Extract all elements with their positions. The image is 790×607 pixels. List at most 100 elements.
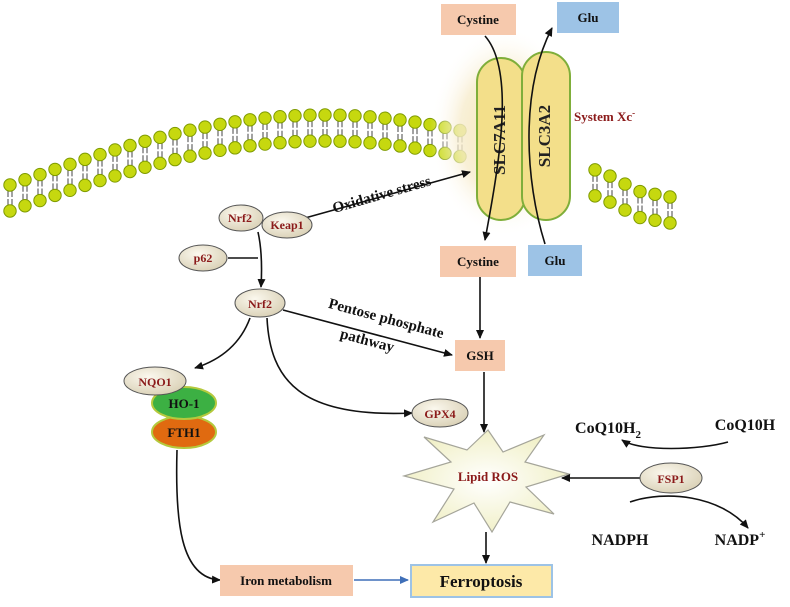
coq10-reduction-arrow: [621, 439, 729, 450]
oxidative-stress-arrow: [304, 170, 471, 219]
lipid-head: [603, 195, 617, 209]
lipid-head: [228, 141, 242, 155]
nrf2-node: [234, 288, 286, 318]
gsh-label: GSH: [466, 348, 493, 363]
fth1-to-iron-arrow: [175, 449, 221, 584]
lipid-head: [603, 169, 617, 183]
lipid-head: [303, 134, 317, 148]
lipid-head: [393, 139, 407, 153]
lipid-head: [63, 183, 77, 198]
nadp-label: NADP+: [715, 529, 766, 549]
lipid-head: [618, 203, 632, 217]
lipid-head: [78, 152, 92, 167]
lipid-ros-label: Lipid ROS: [458, 469, 518, 484]
release-to-nrf2-arrow: [257, 231, 266, 288]
ho1-label: HO-1: [168, 396, 199, 411]
lipid-head: [258, 111, 272, 125]
nqo1-node: [123, 366, 187, 396]
lipid-head: [153, 156, 167, 171]
lipid-head: [213, 143, 227, 157]
lipid-head: [3, 178, 17, 192]
slc3a2-label: SLC3A2: [535, 105, 554, 167]
lipid-head: [123, 164, 137, 179]
system-xc-label: System Xc-: [574, 108, 635, 124]
gpx4-label: GPX4: [424, 407, 455, 421]
nrf2-to-gpx4-arrow: [266, 317, 413, 418]
lipid-head: [378, 111, 392, 125]
nrf2-keap1-complex: Nrf2 Keap1: [218, 204, 313, 239]
lipid-head: [168, 126, 182, 141]
glu-extracellular-box: [557, 2, 619, 33]
iron-metabolism-box: [220, 565, 353, 596]
nrf2-complex-label: Nrf2: [228, 211, 252, 225]
lipid-head: [198, 120, 212, 134]
lipid-head: [288, 109, 302, 123]
nrf2-target-genes: FTH1 HO-1 NQO1: [123, 366, 217, 449]
nadph-oxidation-arrow: [629, 495, 749, 529]
lipid-head: [3, 204, 17, 218]
lipid-head: [588, 163, 602, 177]
lipid-head: [243, 139, 257, 153]
lipid-head: [363, 110, 377, 124]
cell-membrane-bilayer: [3, 108, 677, 230]
fsp1-label: FSP1: [657, 472, 684, 486]
pentose-line2-label: pathway: [338, 326, 396, 356]
glu-intracellular-label: Glu: [545, 253, 566, 268]
lipid-head: [318, 108, 332, 122]
lipid-head: [138, 134, 152, 148]
lipid-head: [108, 169, 122, 183]
keap1-node: [261, 211, 313, 239]
lipid-head: [618, 177, 632, 191]
lipid-head: [18, 199, 32, 213]
slc7a11-label: SLC7A11: [490, 105, 509, 175]
cystine-extracellular-label: Cystine: [457, 12, 499, 27]
lipid-head: [318, 134, 332, 148]
lipid-head: [588, 189, 602, 203]
lipid-head: [273, 136, 287, 150]
glu-export-arrow: [528, 27, 553, 245]
lipid-head: [333, 134, 347, 148]
lipid-head: [288, 135, 302, 149]
lipid-head: [138, 160, 152, 174]
nqo1-label: NQO1: [138, 375, 171, 389]
gpx4-node: [411, 398, 469, 428]
lipid-head: [333, 108, 347, 122]
cystine-intracellular-box: [440, 246, 516, 277]
coq10h2-label: CoQ10H2: [575, 420, 641, 441]
cystine-import-arrow: [482, 35, 504, 241]
lipid-head: [408, 141, 422, 155]
lipid-head: [633, 210, 647, 225]
lipid-head: [198, 146, 212, 160]
fsp1-node: [639, 462, 703, 494]
nrf2-label: Nrf2: [248, 297, 272, 311]
lipid-head: [183, 149, 197, 163]
glu-intracellular-box: [528, 245, 582, 276]
lipid-head: [243, 113, 257, 127]
lipid-ros-starburst: [401, 429, 572, 534]
fth1-label: FTH1: [167, 425, 200, 440]
lipid-head: [123, 138, 137, 153]
lipid-head: [168, 152, 182, 167]
lipid-head: [303, 108, 317, 122]
lipid-head: [348, 135, 362, 149]
gsh-box: [455, 340, 505, 371]
nrf2-complex-node: [218, 204, 264, 232]
glu-extracellular-label: Glu: [578, 10, 599, 25]
lipid-head: [18, 173, 32, 187]
lipid-head: [153, 130, 167, 145]
lipid-head: [93, 173, 107, 188]
slc3a2-channel: [521, 51, 571, 221]
keap1-label: Keap1: [270, 218, 303, 232]
lipid-head: [393, 113, 407, 127]
lipid-head: [48, 188, 62, 203]
lipid-head: [633, 184, 647, 199]
lipid-head: [258, 137, 272, 151]
lipid-head: [648, 213, 662, 227]
lipid-head: [648, 187, 662, 201]
lipid-head: [78, 178, 92, 193]
ferroptosis-label: Ferroptosis: [440, 572, 523, 591]
lipid-head: [273, 110, 287, 124]
lipid-head: [33, 193, 47, 208]
lipid-head: [93, 147, 107, 162]
